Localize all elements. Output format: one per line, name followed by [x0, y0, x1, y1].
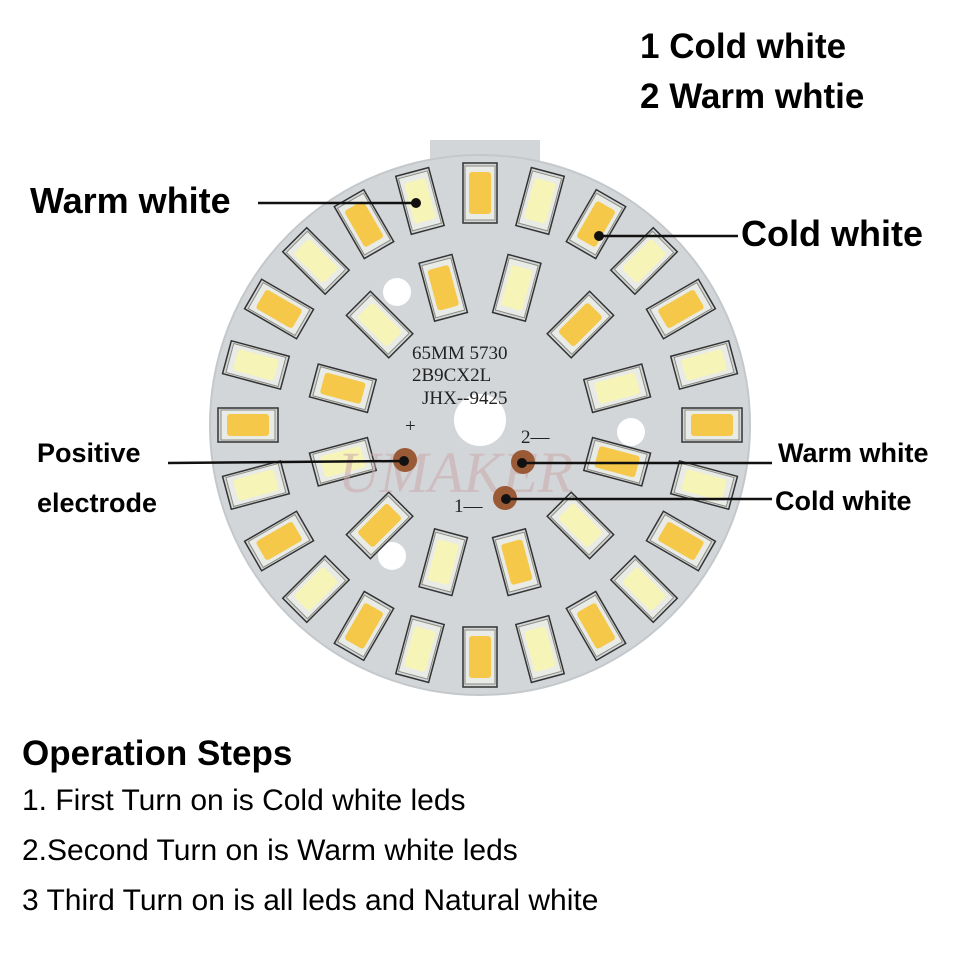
callout-positive: Positive — [37, 438, 141, 468]
warm-white-led — [565, 188, 627, 260]
warm-white-led — [345, 491, 414, 560]
warm-white-led — [681, 407, 743, 443]
step-1: 1. First Turn on is Cold white leds — [22, 784, 466, 817]
warm-white-led — [462, 162, 498, 224]
cold-white-led — [281, 554, 351, 624]
cold-white-led — [281, 226, 351, 296]
watermark: UMAKER — [338, 440, 573, 505]
callout-cold-white-top: Cold white — [741, 213, 923, 254]
cold-white-led — [609, 226, 679, 296]
warm-white-led — [308, 363, 378, 414]
leader-dots — [399, 198, 604, 504]
step-3: 3 Third Turn on is all leds and Natural … — [22, 884, 599, 917]
warm-white-led — [243, 278, 315, 340]
cold-white-led — [394, 614, 446, 684]
callout-electrode: electrode — [37, 488, 158, 518]
pcb-marking-2: 2B9CX2L — [412, 365, 491, 386]
cold-white-led — [514, 166, 566, 236]
cold-white-led — [514, 614, 566, 684]
cold-white-led — [669, 339, 739, 391]
cold-white-led — [669, 459, 739, 511]
leader-lines — [167, 201, 772, 501]
warm-white-led — [546, 290, 615, 359]
cold-white-led — [418, 527, 469, 597]
warm-white-led — [333, 188, 395, 260]
led-array — [217, 162, 743, 688]
warm-white-led — [645, 510, 717, 572]
pcb-marking-3: JHX--9425 — [422, 388, 508, 409]
pad-1-label: 1— — [454, 496, 484, 517]
mount-hole — [378, 542, 406, 570]
center-hole — [454, 394, 506, 446]
cold-white-led — [221, 459, 291, 511]
warm-white-led — [491, 527, 542, 597]
step-2: 2.Second Turn on is Warm white leds — [22, 834, 518, 867]
pcb-marking-1: 65MM 5730 — [412, 343, 508, 364]
cold-white-led — [221, 339, 291, 391]
mount-hole — [383, 278, 411, 306]
legend-cold: 1 Cold white — [640, 27, 847, 66]
legend-warm: 2 Warm whtie — [640, 77, 865, 116]
mount-hole — [617, 418, 645, 446]
cold-white-led — [609, 554, 679, 624]
callout-warm-white-top: Warm white — [30, 180, 231, 221]
warm-white-led — [217, 407, 279, 443]
pad-plus-label: + — [405, 416, 416, 437]
pad-2-label: 2— — [521, 427, 551, 448]
callout-warm-white-pad: Warm white — [778, 438, 929, 468]
cold-white-led — [345, 290, 414, 359]
callout-cold-white-pad: Cold white — [775, 486, 912, 516]
warm-white-led — [462, 626, 498, 688]
warm-white-led — [565, 590, 627, 662]
warm-white-led — [645, 278, 717, 340]
cold-white-led — [491, 253, 542, 323]
operation-steps-title: Operation Steps — [22, 734, 293, 773]
cold-white-led — [582, 363, 652, 414]
legend: 1 Cold white 2 Warm whtie — [640, 22, 864, 122]
warm-white-led — [333, 590, 395, 662]
cold-white-led — [546, 491, 615, 560]
warm-white-led — [243, 510, 315, 572]
warm-white-led — [418, 253, 469, 323]
